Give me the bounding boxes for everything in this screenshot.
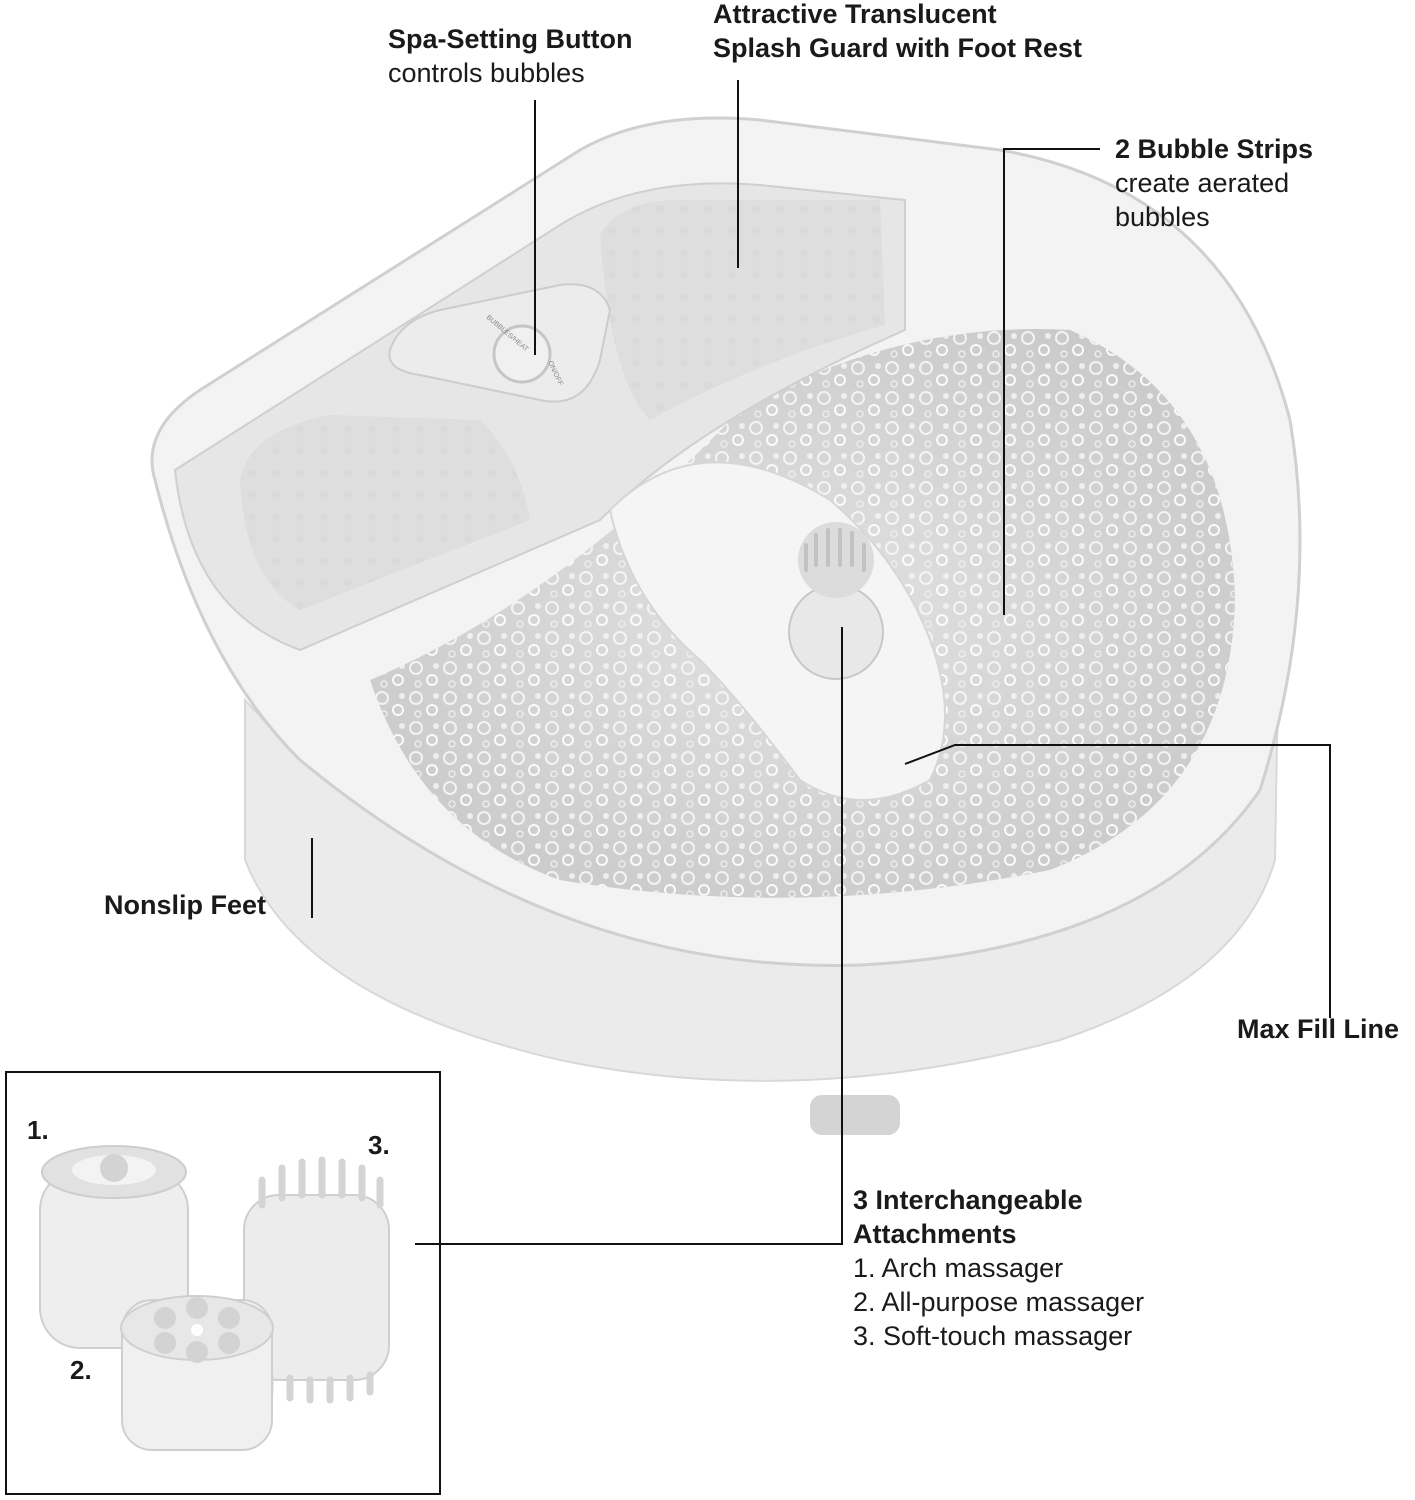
callout-title-line2: Attachments — [853, 1219, 1017, 1249]
callout-title: 2 Bubble Strips — [1115, 134, 1314, 164]
callout-title-line1: Attractive Translucent — [713, 0, 997, 29]
attachments-inset-box — [5, 1071, 441, 1495]
attachment-item-3: 3. Soft-touch massager — [853, 1321, 1133, 1351]
callout-splash-guard: Attractive Translucent Splash Guard with… — [713, 0, 1082, 65]
callout-title-line1: 3 Interchangeable — [853, 1185, 1083, 1215]
inset-number-1: 1. — [27, 1115, 49, 1145]
callout-desc: controls bubbles — [388, 58, 585, 88]
callout-spa-setting-button: Spa-Setting Button controls bubbles — [388, 22, 632, 90]
callout-title: Max Fill Line — [1237, 1014, 1400, 1044]
callout-max-fill-line: Max Fill Line — [1237, 1012, 1399, 1046]
callout-title-line2: Splash Guard with Foot Rest — [713, 33, 1083, 63]
callout-title: Spa-Setting Button — [388, 24, 633, 54]
callout-attachments: 3 Interchangeable Attachments 1. Arch ma… — [853, 1183, 1144, 1353]
callout-desc-line1: create aerated — [1115, 168, 1290, 198]
leader-lines — [311, 80, 1331, 1245]
inset-number-2: 2. — [70, 1355, 92, 1385]
attachment-soft-touch-massager — [243, 1156, 390, 1404]
attachment-all-purpose-massager — [120, 1295, 274, 1451]
attachment-item-1: 1. Arch massager — [853, 1253, 1064, 1283]
soft-touch-attachment-installed — [788, 584, 884, 680]
callout-nonslip-feet: Nonslip Feet — [104, 888, 266, 922]
attachment-item-2: 2. All-purpose massager — [853, 1287, 1145, 1317]
inset-number-3: 3. — [368, 1130, 390, 1160]
callout-desc-line2: bubbles — [1115, 202, 1210, 232]
nonslip-foot-front — [810, 1095, 900, 1135]
callout-bubble-strips: 2 Bubble Strips create aerated bubbles — [1115, 132, 1313, 234]
callout-title: Nonslip Feet — [104, 890, 267, 920]
spa-setting-button[interactable] — [492, 324, 552, 384]
